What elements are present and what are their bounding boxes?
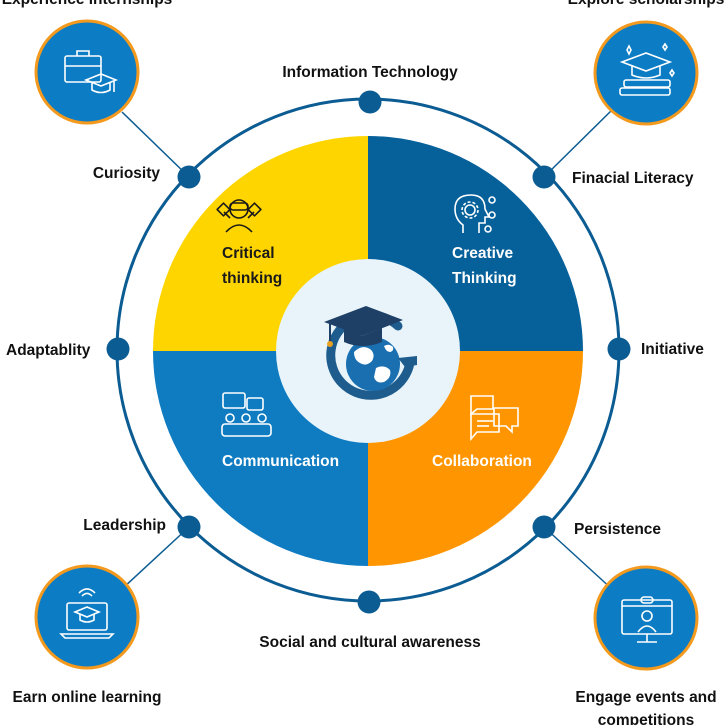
corner-label-online-learning: Earn online learning <box>13 689 162 706</box>
ring-dot-upper-left <box>177 165 201 189</box>
ring-dot-upper-right <box>532 165 556 189</box>
person-thinking-icon <box>216 199 262 233</box>
corner-label-scholarships: Explore scholarships <box>568 0 725 8</box>
connector-line-top-left <box>121 111 190 178</box>
corner-circle-internships <box>34 19 140 125</box>
quadrant-label-collaboration: Collaboration <box>432 453 532 470</box>
head-gears-icon <box>454 194 496 233</box>
ring-label-financial-literacy: Finacial Literacy <box>572 170 694 187</box>
corner-label-internships: Experience internships <box>2 0 173 8</box>
ring-dot-lower-right <box>532 515 556 539</box>
quadrant-label-creative-thinking: Thinking <box>452 270 517 287</box>
globe-graduation-cap-logo <box>324 306 417 400</box>
ring-dot-lower-left <box>177 515 201 539</box>
quadrant-label-communication: Communication <box>222 453 339 470</box>
ring-label-social-cultural-awareness: Social and cultural awareness <box>259 634 480 651</box>
quadrant-label-creative: Creative <box>452 245 514 262</box>
ring-label-curiosity: Curiosity <box>93 165 161 182</box>
ring-label-information-technology: Information Technology <box>282 64 458 81</box>
corner-label-events-line2: competitions <box>598 712 694 725</box>
corner-circle-events <box>593 565 699 671</box>
ring-label-initiative: Initiative <box>641 341 704 358</box>
connector-line-top-right <box>543 107 615 178</box>
online-learning-laptop-icon <box>59 588 115 639</box>
video-conference-icon <box>621 596 673 643</box>
quadrant-label-thinking: thinking <box>222 270 282 287</box>
corner-circle-scholarships <box>593 20 699 126</box>
ring-label-leadership: Leadership <box>83 517 166 534</box>
connector-line-bottom-right <box>543 526 614 591</box>
chat-bubbles-icon <box>470 395 519 442</box>
ring-dot-top <box>358 90 382 114</box>
graduation-books-icon <box>619 42 675 96</box>
ring-label-adaptability: Adaptablity <box>6 342 91 359</box>
ring-label-persistence: Persistence <box>574 521 661 538</box>
ring-dot-bottom <box>357 590 381 614</box>
connector-line-bottom-left <box>122 526 190 589</box>
people-chat-icon <box>221 392 272 437</box>
briefcase-graduation-icon <box>64 50 119 94</box>
corner-label-events-line1: Engage events and <box>575 689 716 706</box>
ring-dot-left <box>106 337 130 361</box>
quadrant-label-critical: Critical <box>222 245 275 262</box>
ring-dot-right <box>607 337 631 361</box>
